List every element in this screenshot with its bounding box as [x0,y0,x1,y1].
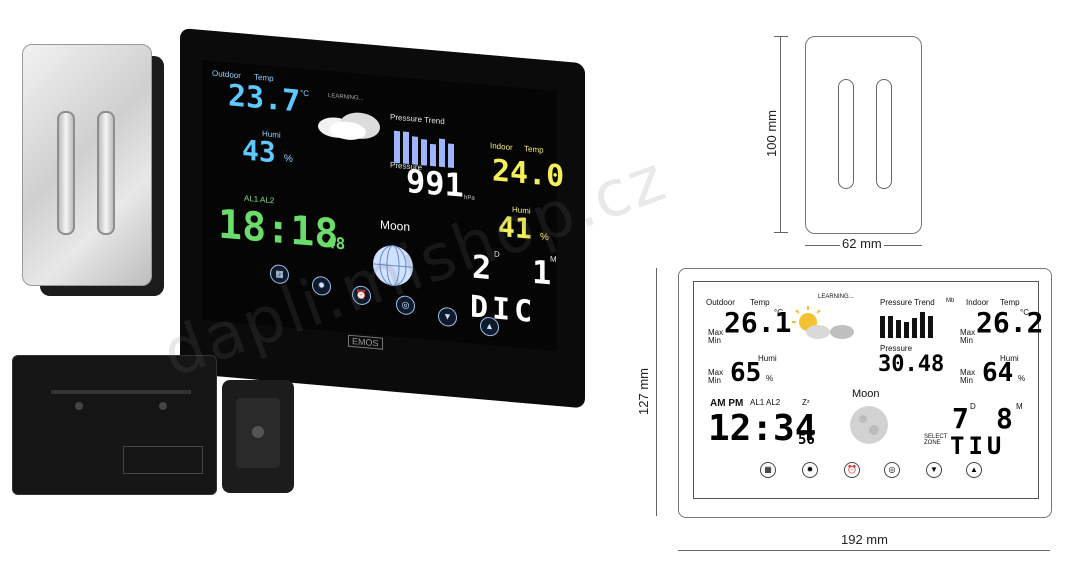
radio-icon[interactable]: ◎ [884,462,900,478]
outdoor-temp: 26.1 [724,306,792,339]
learning-text: LEARNING... [328,92,364,103]
clock-time: 18:18 [218,201,339,258]
station-height-dimension: 127 mm [635,368,651,415]
sensor-slot [838,79,854,189]
min-label: Min [708,376,721,385]
dimension-line [678,550,1050,551]
sensor-slot [876,79,892,189]
dimension-line [656,268,657,516]
date-day: 7 [952,402,969,435]
unit-c: °C [300,88,309,99]
learning-text: LEARNING... [818,294,854,300]
dimension-line [780,36,781,232]
outdoor-humi: 65 [730,358,762,388]
temp-label: Temp [1000,298,1020,307]
mb-label: Mb [946,298,955,304]
indoor-label: Indoor [490,141,513,153]
day-marker: D [970,402,976,411]
gear-icon[interactable]: ✹ [802,462,818,478]
sensor-slot [97,111,115,235]
min-label: Min [960,376,973,385]
grid-icon[interactable]: ▦ [760,462,776,478]
battery-cover [123,446,203,474]
moon-icon [373,245,413,287]
unit-c: °C [774,308,783,317]
up-arrow-icon[interactable]: ▲ [966,462,982,478]
unit-pct: % [766,374,774,383]
pressure-trend-bars [880,312,933,338]
date-month: 8 [996,402,1013,435]
sensor-back-photo [222,380,294,493]
station-drawing-screen: Outdoor Temp Max Min 26.1 °C Humi Max Mi… [693,281,1043,499]
sun-cloud-icon [792,306,854,339]
min-label: Min [708,336,721,345]
clock-seconds: 56 [798,432,815,448]
temp-label: Temp [750,298,770,307]
sensor-width-dimension: 62 mm [840,236,884,251]
select-zone-label: SELECT ZONE [924,434,948,446]
max-label: Max [960,328,976,337]
weather-station-photo: Outdoor Temp 23.7 °C Humi 43 % LEARNING.… [180,28,585,409]
brand-logo: EMOS [348,334,383,350]
sensor-height-dimension: 100 mm [763,110,779,157]
max-label: Max [708,328,724,337]
humi-label: Humi [758,354,777,363]
alarm-icon[interactable]: ⏰ [844,462,860,478]
unit-pct: % [284,153,293,165]
indoor-humi: 64 [982,358,1014,388]
max-label: Max [960,368,976,377]
hanging-hole [159,402,167,410]
sensor-slot [57,111,75,235]
moon-label: Moon [852,388,880,400]
snooze-label: Zᶻ [802,398,810,407]
outdoor-temp: 23.7 [228,78,301,120]
max-label: Max [708,368,724,377]
pressure-trend-bars [394,130,454,168]
pressure-trend-label: Pressure Trend [390,112,445,127]
am-pm-label: AM PM [710,398,744,409]
unit-c: °C [1020,308,1029,317]
clock-time: 12:34 [708,408,817,449]
pressure-value: 991 [406,161,464,205]
unit-pct: % [1018,374,1026,383]
cloud-icon [318,112,380,140]
temp-label: Temp [524,144,544,155]
pressure-trend-label: Pressure Trend [880,298,935,307]
station-back-photo [12,355,217,495]
station-width-dimension: 192 mm [838,532,891,547]
down-arrow-icon[interactable]: ▼ [926,462,942,478]
hanging-hole [75,402,83,410]
pressure-value: 30.48 [878,352,945,377]
outdoor-humi: 43 [242,133,276,170]
moon-icon [850,406,888,444]
outdoor-label: Outdoor [706,298,735,307]
indoor-label: Indoor [966,298,989,307]
alarm-labels: AL1 AL2 [750,398,781,407]
station-drawing: Outdoor Temp Max Min 26.1 °C Humi Max Mi… [678,268,1052,518]
sensor-screw [252,426,264,438]
clock-seconds: 48 [326,232,346,254]
unit-hpa: hPa [464,194,475,202]
weekday: TIU [950,432,1006,460]
humi-label: Humi [1000,354,1019,363]
station-screen: Outdoor Temp 23.7 °C Humi 43 % LEARNING.… [202,59,564,351]
sensor-drawing [805,36,922,234]
pressure-label: Pressure [880,344,913,353]
indoor-temp: 26.2 [976,306,1044,339]
outdoor-sensor-photo [22,44,164,296]
min-label: Min [960,336,973,345]
month-marker: M [1016,402,1023,411]
hanging-rail [51,390,191,394]
down-arrow-icon[interactable]: ▼ [438,306,457,328]
